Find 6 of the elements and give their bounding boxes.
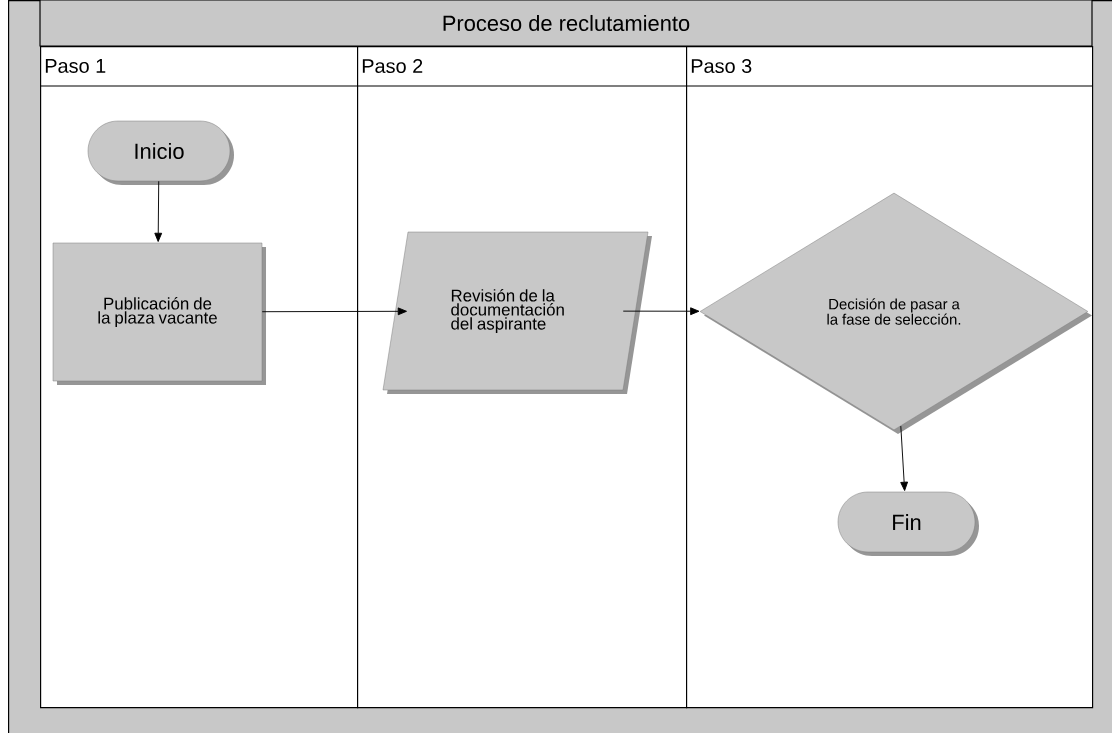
arrow bbox=[261, 307, 407, 316]
arrow bbox=[154, 180, 163, 242]
arrow bbox=[622, 307, 700, 316]
process-box: Publicación de la plaza vacante bbox=[52, 242, 266, 385]
arrow bbox=[900, 425, 909, 491]
data-parallelogram: Revisión de la documentación del aspirante bbox=[382, 231, 652, 394]
